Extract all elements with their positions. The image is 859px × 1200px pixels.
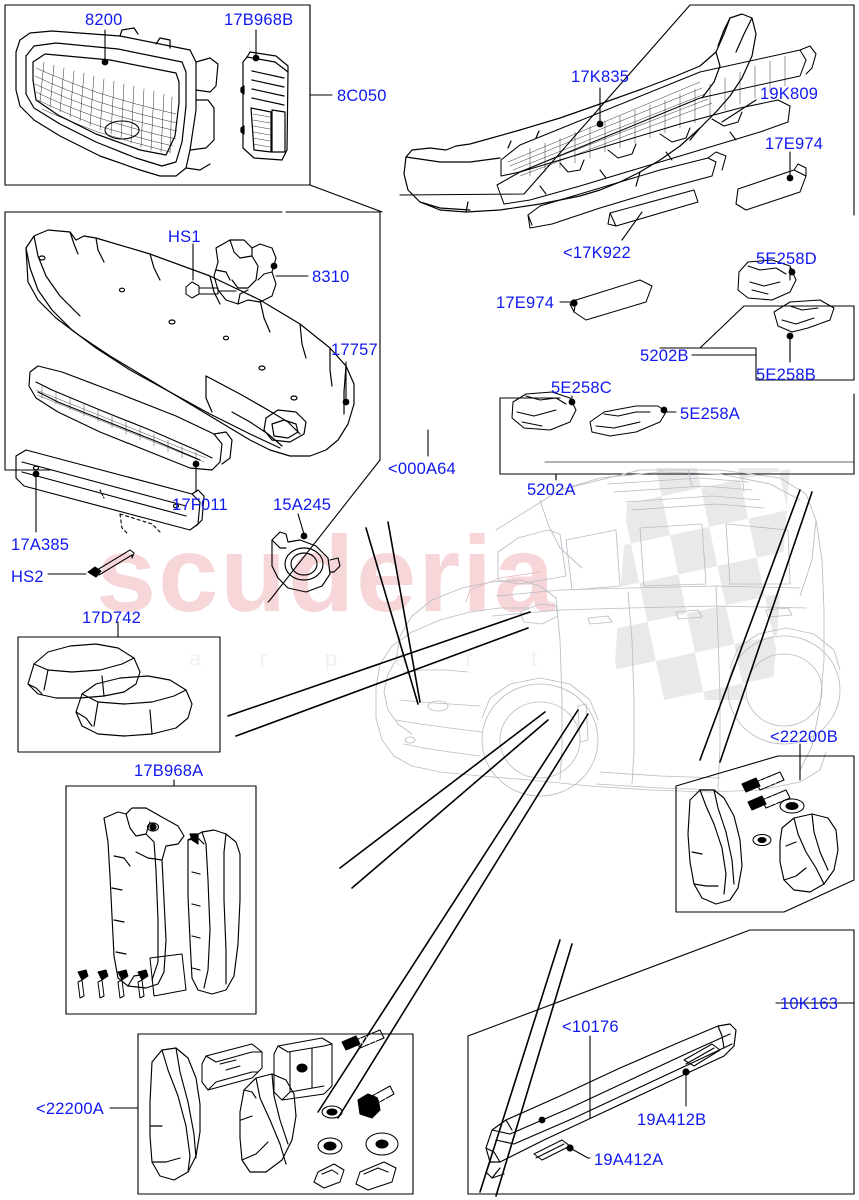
part-label-5E258A[interactable]: 5E258A <box>680 405 740 423</box>
part-rear-valance-bracket <box>496 99 791 205</box>
part-front-mudflap-brackets <box>201 1037 333 1101</box>
part-label-10176[interactable]: <10176 <box>562 1018 619 1036</box>
part-front-bumper-cover <box>25 229 355 457</box>
part-wheelarch-trim-left <box>103 807 185 989</box>
part-label-15A245[interactable]: 15A245 <box>273 496 332 514</box>
part-label-17D742[interactable]: 17D742 <box>82 609 141 627</box>
part-towing-cover-5E258A <box>589 405 668 437</box>
part-rear-mudflap-2 <box>779 813 839 893</box>
part-trim-17E974-right <box>735 163 807 211</box>
part-bracket-8310 <box>213 239 278 305</box>
box-wheelarch-trim <box>65 785 257 1015</box>
part-label-5E258B[interactable]: 5E258B <box>756 366 816 384</box>
part-label-17B968B[interactable]: 17B968B <box>224 11 294 29</box>
part-clip-HS1 <box>185 281 237 299</box>
part-label-17757[interactable]: 17757 <box>331 341 378 359</box>
part-label-8C050[interactable]: 8C050 <box>337 87 387 105</box>
box-rear-mudflap <box>675 755 855 913</box>
part-rear-bumper-beam <box>500 45 817 177</box>
part-rear-mudflap-fixings <box>741 771 805 847</box>
part-front-mudflap-fixings <box>313 1029 399 1191</box>
part-trim-17E974-left <box>569 279 653 321</box>
part-label-22200A[interactable]: <22200A <box>36 1100 104 1118</box>
part-rear-bumper-cover <box>403 13 757 213</box>
part-fog-lamp-15A245 <box>271 531 341 593</box>
part-lower-moulding-19K809 <box>527 151 727 229</box>
part-label-17E974-upper[interactable]: 17E974 <box>765 135 824 153</box>
vehicle-accent <box>465 571 541 603</box>
box-mirror-covers <box>17 636 221 753</box>
part-screws-group <box>77 969 149 999</box>
diag-grille-to-bumper <box>309 184 383 213</box>
part-label-000A64[interactable]: <000A64 <box>388 460 456 478</box>
part-label-22200B[interactable]: <22200B <box>770 728 838 746</box>
box-5202B <box>659 305 855 381</box>
part-label-HS2[interactable]: HS2 <box>11 568 44 586</box>
part-label-HS1[interactable]: HS1 <box>168 228 201 246</box>
diag-front-bumper-bottom <box>267 459 381 603</box>
box-5202B-slope <box>699 305 745 349</box>
part-towing-cover-5E258C <box>511 391 577 431</box>
part-towing-cover-5E258B <box>773 299 835 361</box>
part-rear-centre-panel <box>607 189 699 227</box>
part-wheelarch-trim-right <box>187 829 241 995</box>
part-mirror-cover-1 <box>27 643 141 699</box>
leader-17K922 <box>621 211 643 241</box>
part-screw-HS2 <box>87 549 135 578</box>
part-front-mudflap-1 <box>149 1047 201 1181</box>
leader-15A245 <box>297 513 305 535</box>
part-label-5202A[interactable]: 5202A <box>527 481 576 499</box>
leader-plinth-dash <box>119 513 161 533</box>
part-label-17F011[interactable]: 17F011 <box>172 496 228 514</box>
part-label-8200[interactable]: 8200 <box>85 11 123 29</box>
leader-19K809 <box>721 99 757 123</box>
pointer-lines <box>227 489 813 1197</box>
vehicle-illustration <box>375 469 841 797</box>
part-label-17B968A[interactable]: 17B968A <box>134 762 204 780</box>
part-rear-mudflap-1 <box>687 789 743 905</box>
part-label-19A412B[interactable]: 19A412B <box>637 1111 707 1129</box>
part-label-5202B[interactable]: 5202B <box>640 347 689 365</box>
part-front-mudflap-2 <box>239 1073 297 1173</box>
part-label-17E974-lower[interactable]: 17E974 <box>496 294 555 312</box>
part-trim-pad <box>149 953 187 997</box>
part-side-vent <box>240 51 289 161</box>
part-label-17A385[interactable]: 17A385 <box>11 536 70 554</box>
part-sill-endcap-A <box>533 1139 589 1161</box>
part-label-8310[interactable]: 8310 <box>312 268 350 286</box>
part-label-5E258D[interactable]: 5E258D <box>756 250 817 268</box>
box-grille <box>4 4 311 186</box>
part-label-17K922[interactable]: <17K922 <box>563 244 631 262</box>
box-front-mudflap <box>137 1033 414 1195</box>
part-label-17K835[interactable]: 17K835 <box>571 68 630 86</box>
box-side-sill <box>467 929 855 1195</box>
part-label-5E258C[interactable]: 5E258C <box>551 379 612 397</box>
part-side-sill-moulding <box>485 1023 737 1179</box>
part-label-19K809[interactable]: 19K809 <box>760 85 819 103</box>
part-label-10K163[interactable]: 10K163 <box>780 995 839 1013</box>
part-lower-grille-17F011 <box>28 365 233 471</box>
part-front-grille <box>15 27 219 177</box>
part-mirror-cover-2 <box>75 675 193 737</box>
box-rear-bumper-edge-top <box>399 4 855 196</box>
part-sill-endcap-B <box>682 1043 721 1107</box>
part-label-19A412A[interactable]: 19A412A <box>594 1151 664 1169</box>
